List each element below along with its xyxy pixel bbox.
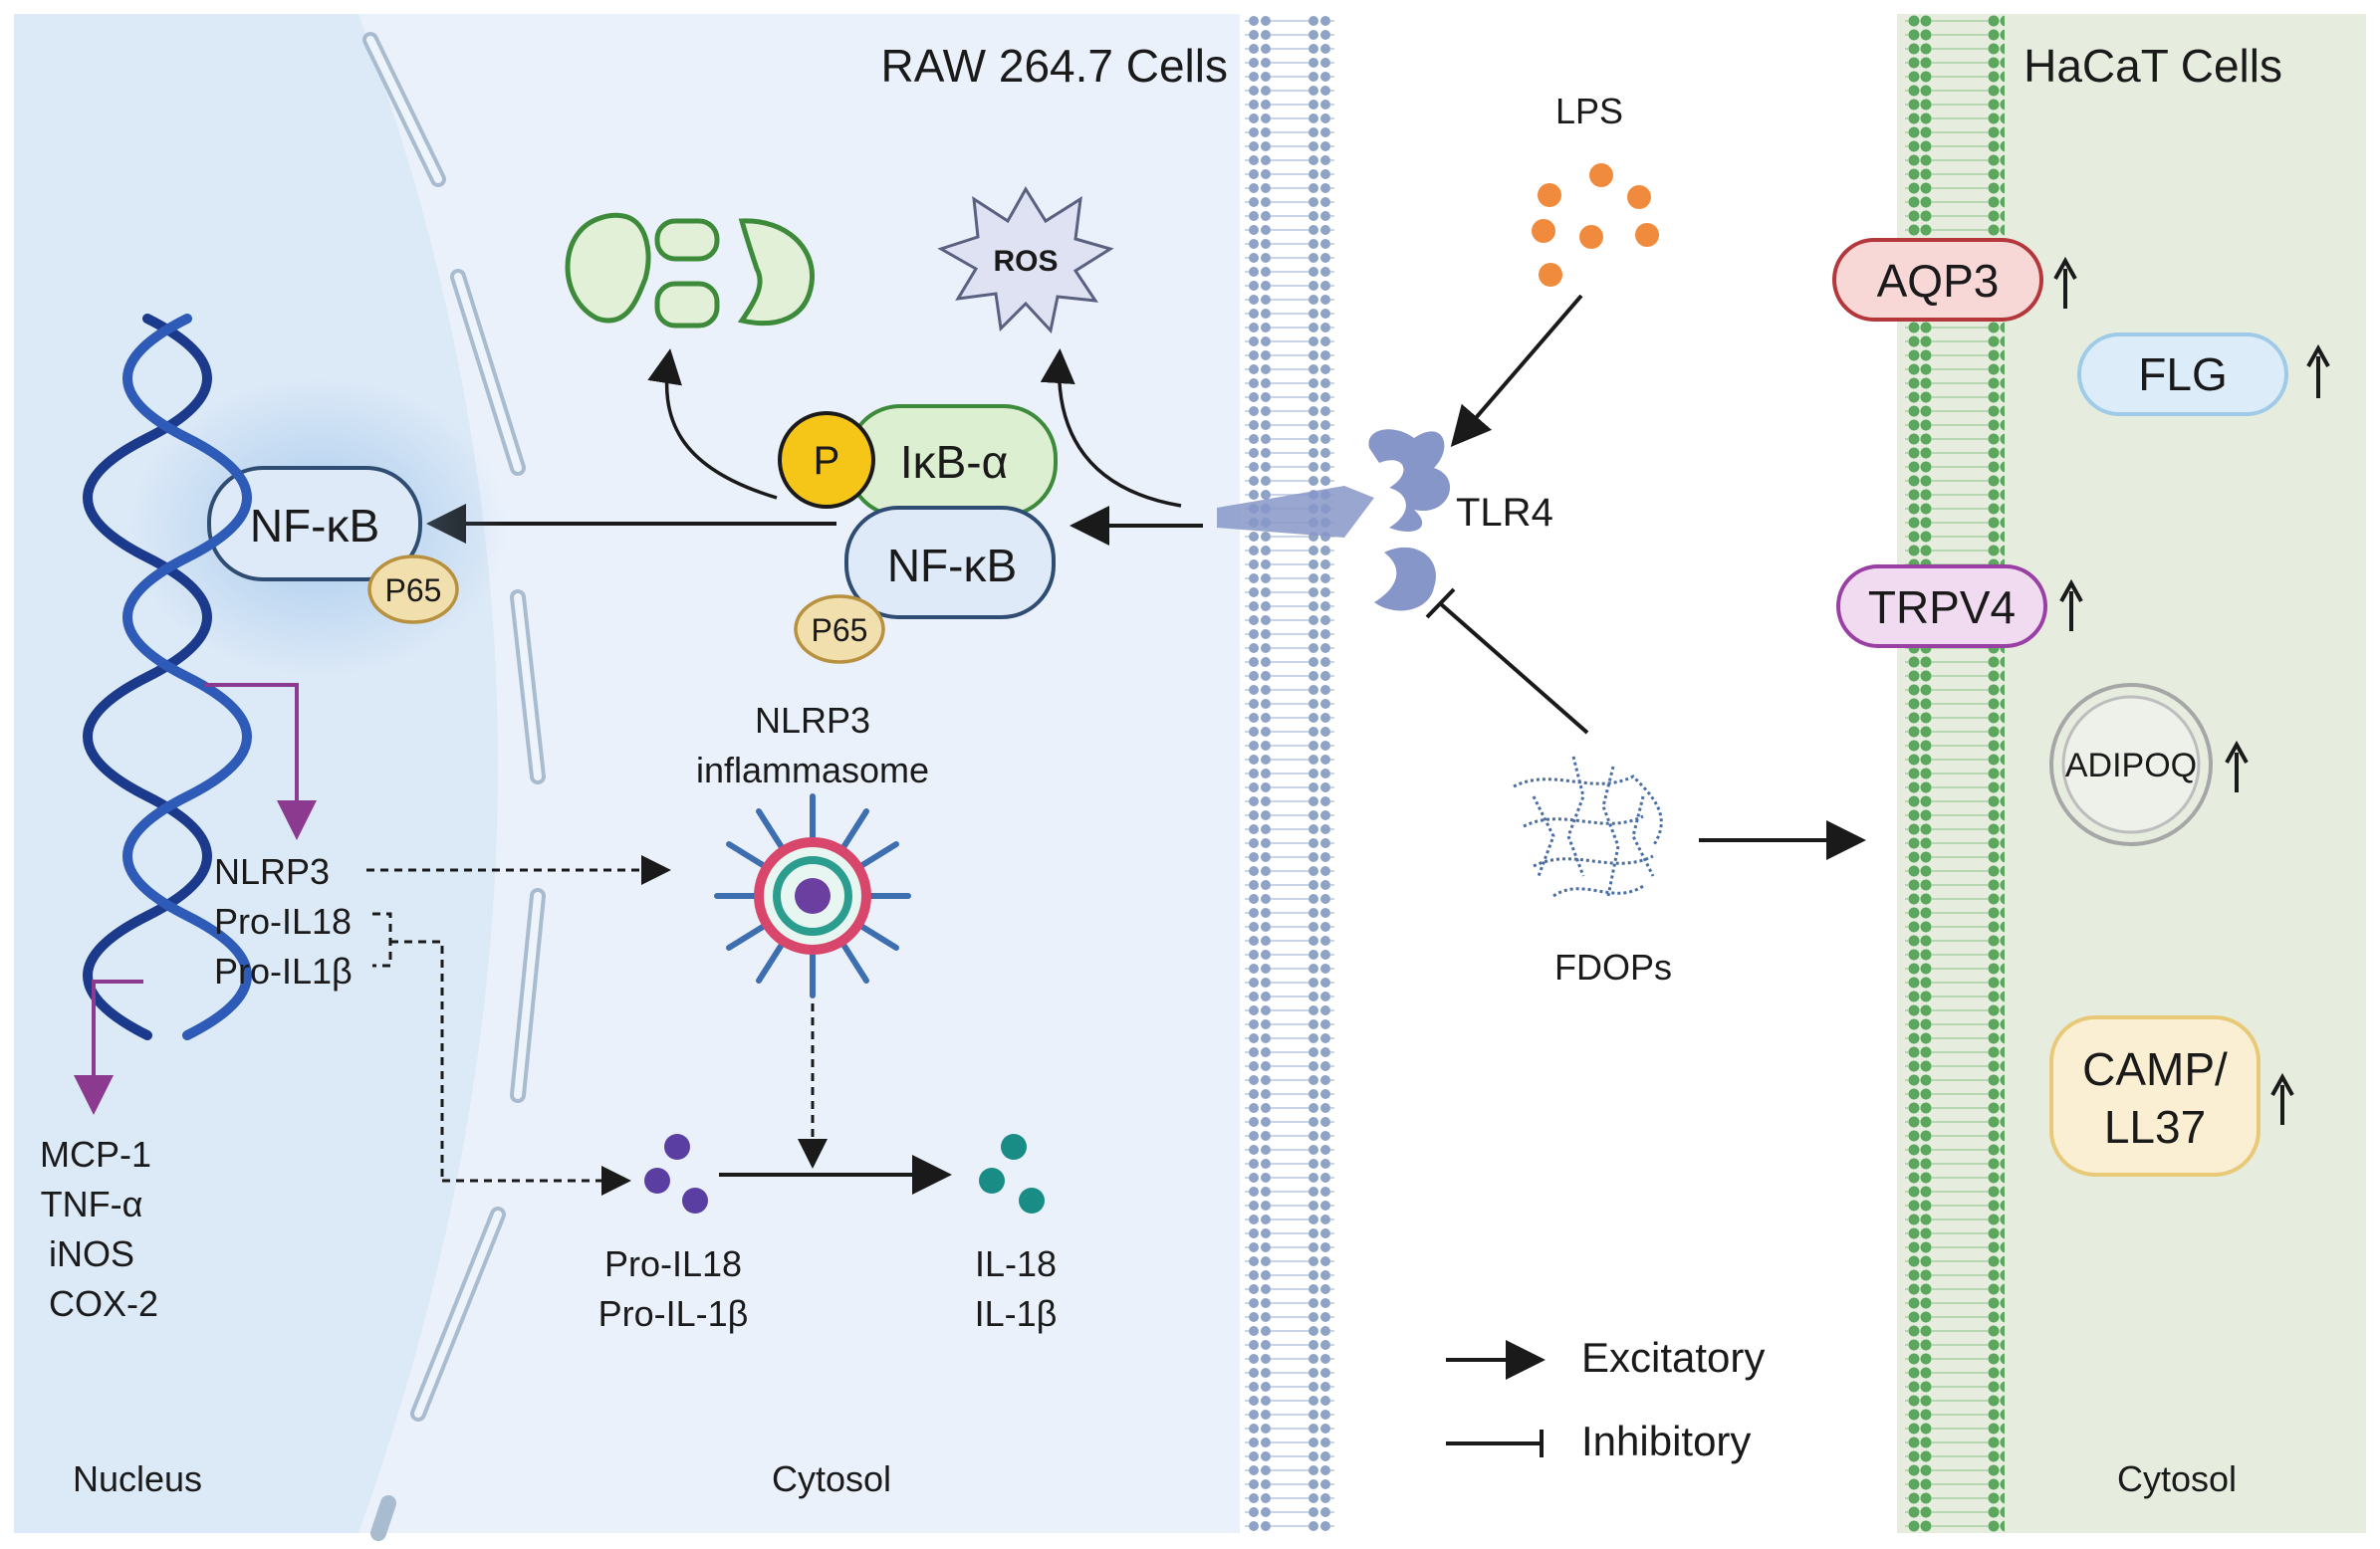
phospho-label: P [814, 439, 840, 483]
lps-to-tlr4-arrow [1450, 294, 1583, 448]
inflammasome-title-line1: NLRP3 [755, 700, 870, 741]
il1b-label: IL-1β [975, 1293, 1058, 1334]
gene-pro-il18: Pro-IL18 [214, 901, 352, 942]
flg-box [2077, 332, 2288, 416]
ros-burst-icon: ROS [937, 186, 1114, 334]
flg-label: FLG [2138, 348, 2227, 400]
dna-to-genes-arrow [205, 683, 317, 840]
fdops-label: FDOPs [1554, 947, 1672, 988]
dna-to-cytokines-arrow [74, 980, 143, 1115]
legend-inhibitory-label: Inhibitory [1581, 1418, 1751, 1464]
cytosol-left-label: Cytosol [772, 1458, 891, 1499]
pro-il1b-label: Pro-IL-1β [598, 1293, 749, 1334]
raw-cells-title: RAW 264.7 Cells [880, 40, 1228, 92]
inflammasome-title-line2: inflammasome [696, 750, 929, 790]
aqp3-box [1832, 238, 2043, 322]
p65-nuclear-label: P65 [385, 572, 442, 608]
camp-up-arrow [2270, 1072, 2294, 1125]
gene-pro-il1b: Pro-IL1β [214, 951, 353, 992]
aqp3-label: AQP3 [1877, 255, 2000, 307]
nfkb-cytosol-label: NF-κB [887, 540, 1017, 591]
fdops-polysaccharide-icon [1513, 756, 1663, 898]
legend-inhibitory-symbol [1446, 1430, 1544, 1457]
mitochondria-icon [565, 212, 816, 329]
camp-label-line1: CAMP/ [2082, 1043, 2228, 1095]
tlr4-to-ros-arrow [1040, 348, 1182, 508]
cytokine-mcp1: MCP-1 [40, 1134, 151, 1175]
p65-cytosol-badge [794, 594, 885, 664]
lps-label: LPS [1555, 91, 1623, 131]
ros-label: ROS [993, 245, 1058, 278]
p65-nuclear-badge [367, 554, 459, 624]
adipoq-label: ADIPOQ [2065, 747, 2197, 784]
nfkb-nuclear-box [207, 466, 422, 581]
p65-cytosol-label: P65 [812, 612, 868, 648]
il18-label: IL-18 [975, 1243, 1057, 1284]
dna-helix-icon [83, 314, 252, 1040]
ikb-alpha-label: IκB-α [900, 436, 1008, 488]
camp-label-line2: LL37 [2104, 1101, 2206, 1153]
adipoq-outer-ring [2049, 683, 2213, 846]
nfkb-cytosol-box [844, 506, 1056, 619]
gene-bracket [372, 912, 444, 1181]
legend-excitatory-label: Excitatory [1581, 1334, 1765, 1381]
mature-cytokine-particles-icon [979, 1134, 1045, 1214]
trpv4-up-arrow [2059, 578, 2083, 631]
tlr4-receptor-icon [1217, 429, 1451, 611]
aqp3-up-arrow [2053, 256, 2077, 309]
hacat-cells-title: HaCaT Cells [2023, 40, 2282, 92]
nfkb-nuclear-label: NF-κB [250, 500, 379, 552]
adipoq-up-arrow [2225, 740, 2249, 792]
flg-up-arrow [2306, 343, 2330, 398]
adipoq-inner-ring [2061, 695, 2201, 834]
pro-cytokine-particles-icon [644, 1134, 708, 1214]
pro-il18-label: Pro-IL18 [604, 1243, 742, 1284]
cytosol-right-label: Cytosol [2117, 1458, 2237, 1499]
phospho-badge [778, 411, 875, 509]
complex-to-mitochondria-arrow [647, 348, 778, 500]
nucleus-label: Nucleus [73, 1458, 202, 1499]
camp-ll37-box [2049, 1015, 2261, 1177]
cytokine-tnfa: TNF-α [41, 1184, 143, 1224]
trpv4-label: TRPV4 [1868, 581, 2016, 633]
inflammasome-icon [714, 793, 911, 998]
tlr4-label: TLR4 [1456, 491, 1553, 535]
cytokine-inos: iNOS [49, 1233, 134, 1274]
lps-particles-icon [1532, 163, 1659, 287]
gene-nlrp3: NLRP3 [214, 851, 330, 892]
cytokine-cox2: COX-2 [49, 1283, 158, 1324]
fdops-inhibits-tlr4 [1425, 587, 1589, 735]
trpv4-box [1836, 564, 2047, 648]
